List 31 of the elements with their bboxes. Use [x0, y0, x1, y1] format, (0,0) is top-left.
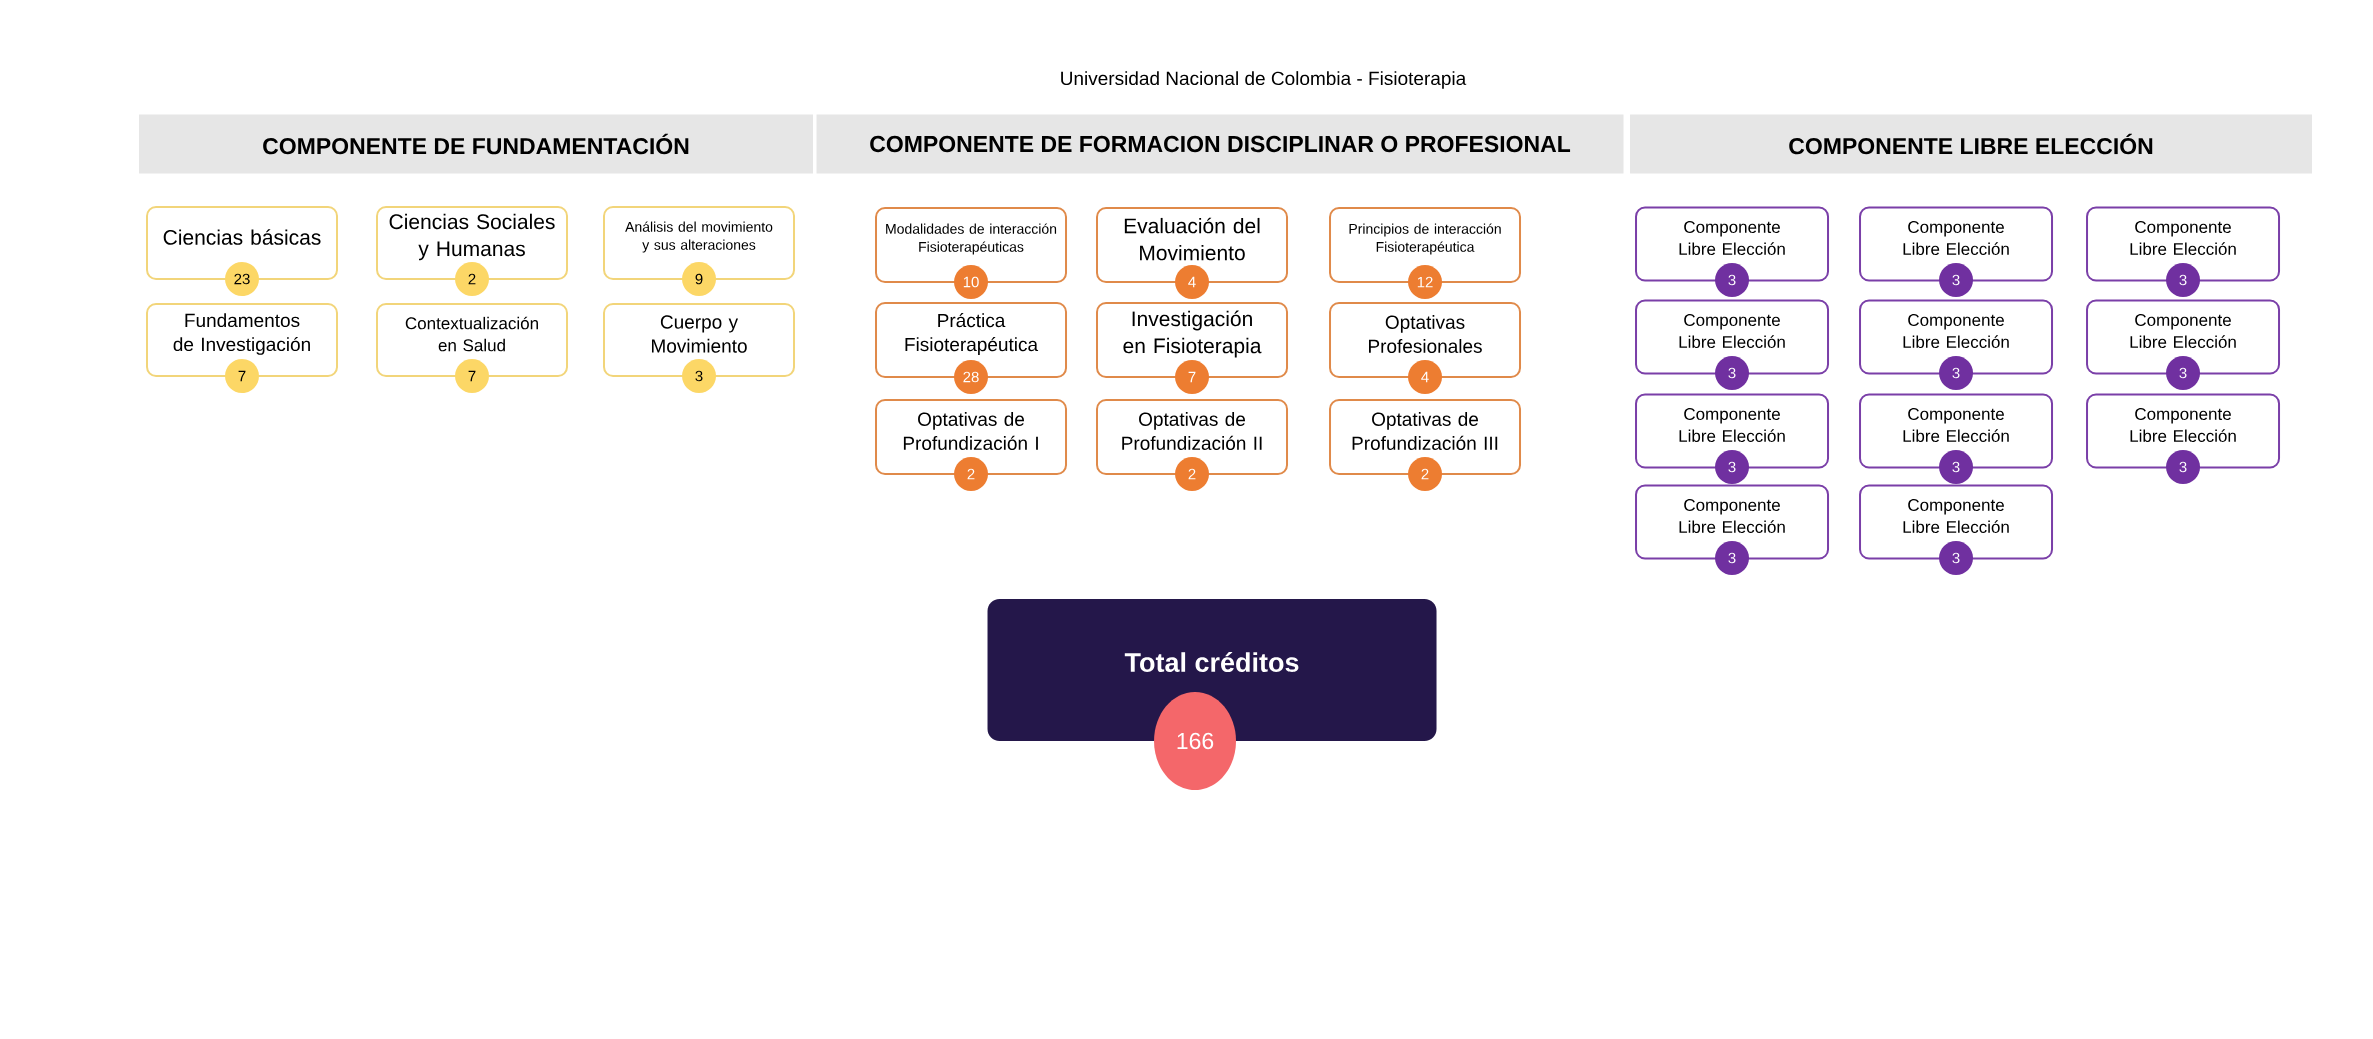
credit-badge: 23	[225, 262, 259, 296]
credit-badge: 7	[455, 359, 489, 393]
credit-badge: 3	[1715, 263, 1749, 297]
credit-badge: 2	[1408, 457, 1442, 491]
credit-badge: 166	[1154, 692, 1236, 790]
title: Universidad Nacional de Colombia - Fisioterapia	[1061, 71, 1467, 89]
credit-badge: 3	[1715, 450, 1749, 484]
credit-badge: 9	[682, 262, 716, 296]
credit-badge: 3	[1715, 356, 1749, 390]
credit-badge: 4	[1175, 265, 1209, 299]
credit-badge: 3	[2166, 450, 2201, 484]
section-header: COMPONENTE DE FUNDAMENTACIÓN	[139, 114, 813, 174]
credit-badge: 10	[954, 265, 988, 299]
credit-badge: 3	[2166, 356, 2201, 390]
section-header: COMPONENTE DE FORMACION DISCIPLINAR O PROFESIONAL	[816, 114, 1624, 174]
credit-badge: 4	[1408, 360, 1442, 394]
credit-badge: 3	[2166, 263, 2201, 297]
credit-badge: 2	[455, 262, 489, 296]
credit-badge: 3	[1715, 541, 1749, 575]
section-header: COMPONENTE LIBRE ELECCIÓN	[1630, 114, 2313, 174]
credit-badge: 7	[225, 359, 259, 393]
credit-badge: 3	[1939, 356, 1973, 390]
credit-badge: 2	[954, 457, 988, 491]
credit-badge: 12	[1408, 265, 1442, 299]
credit-badge: 28	[954, 360, 988, 394]
credit-badge: 3	[1939, 541, 1973, 575]
credit-badge: 7	[1175, 360, 1209, 394]
credit-badge: 3	[1939, 263, 1973, 297]
credit-badge: 3	[1939, 450, 1973, 484]
credit-badge: 3	[682, 359, 716, 393]
credit-badge: 2	[1175, 457, 1209, 491]
